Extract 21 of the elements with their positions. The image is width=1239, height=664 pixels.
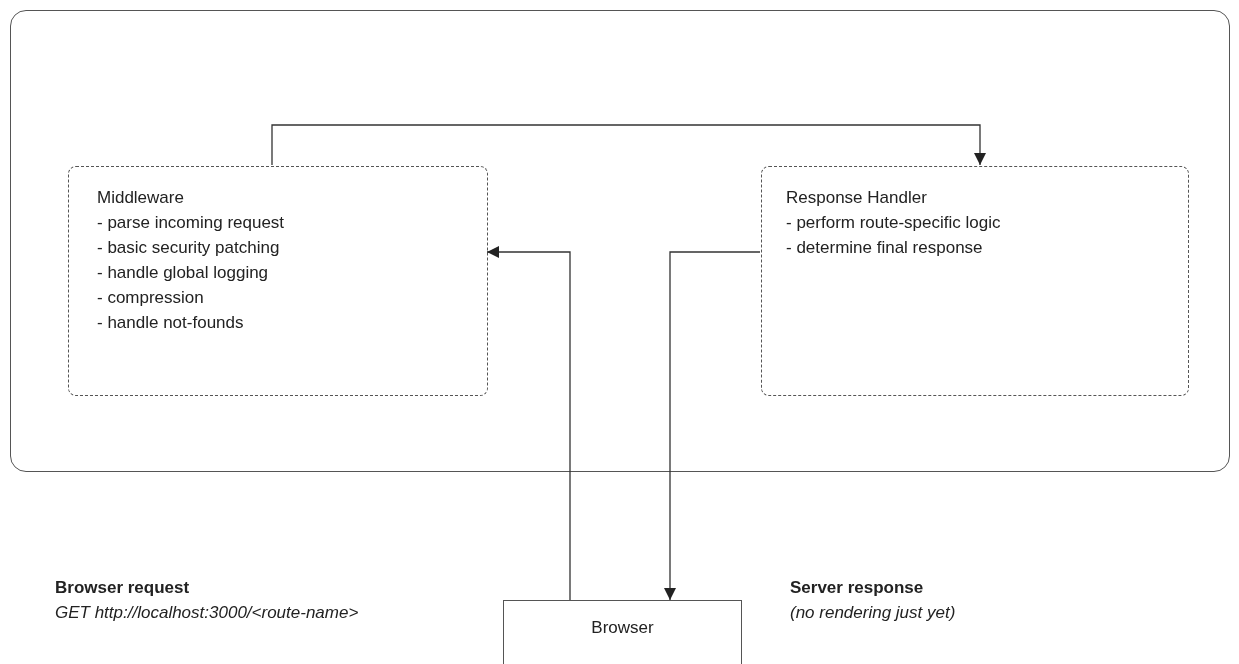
edge-caption: Browser request	[55, 578, 190, 598]
process-box	[68, 166, 488, 396]
node-heading: Response Handler	[786, 187, 928, 209]
arrow	[486, 246, 571, 601]
node-heading: Middleware	[97, 187, 185, 209]
process-box	[761, 166, 1189, 396]
list-item: - determine final response	[786, 237, 984, 259]
edge-caption: GET http://localhost:3000/<route-name>	[55, 603, 359, 623]
browser-box	[503, 600, 742, 664]
edge-caption: Server response	[790, 578, 924, 598]
list-item: - handle global logging	[97, 262, 270, 284]
container-box	[10, 10, 1230, 472]
arrow	[664, 251, 761, 601]
list-item: - handle not-founds	[97, 312, 245, 334]
list-item: - compression	[97, 287, 205, 309]
list-item: - basic security patching	[97, 237, 281, 259]
list-item: - parse incoming request	[97, 212, 286, 234]
edge-caption: (no rendering just yet)	[790, 603, 956, 623]
list-item: - perform route-specific logic	[786, 212, 1002, 234]
arrow	[271, 124, 986, 166]
node-heading: Browser	[590, 617, 655, 639]
